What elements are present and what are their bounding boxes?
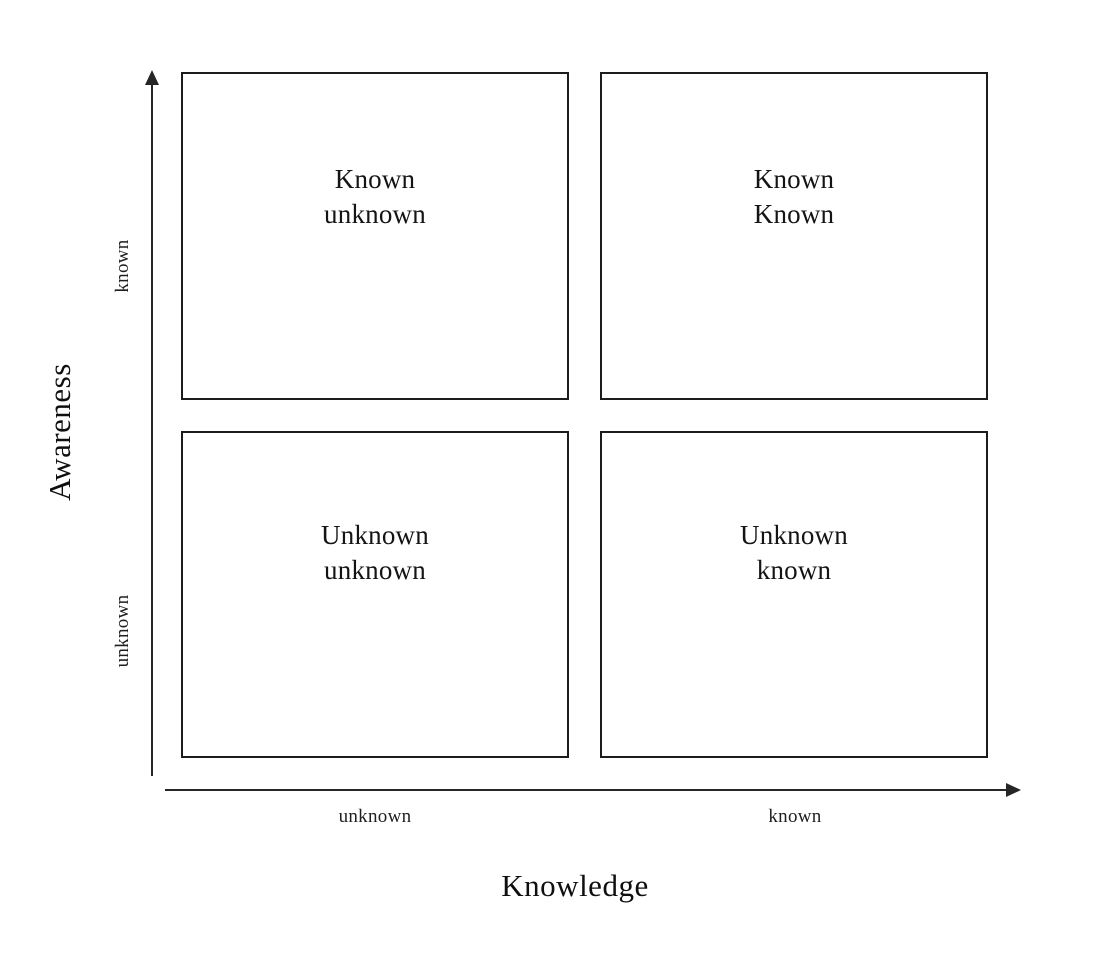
x-axis-tick-known: known bbox=[768, 806, 822, 827]
x-axis-title: Knowledge bbox=[501, 868, 649, 903]
quadrant-known-known-label: Known Known bbox=[753, 164, 835, 229]
quadrant-unknown-unknown-label: Unknown unknown bbox=[321, 520, 429, 585]
y-axis-arrowhead-icon bbox=[145, 70, 159, 85]
y-axis-tick-known: known bbox=[112, 239, 133, 293]
y-axis-line bbox=[151, 82, 153, 776]
y-axis-tick-unknown: unknown bbox=[112, 594, 133, 668]
y-axis-title: Awareness bbox=[42, 363, 77, 501]
quadrant-unknown-known-label: Unknown known bbox=[740, 520, 848, 585]
quadrant-known-unknown[interactable]: Known unknown bbox=[181, 72, 569, 400]
quadrant-unknown-known[interactable]: Unknown known bbox=[600, 431, 988, 758]
quadrant-known-known[interactable]: Known Known bbox=[600, 72, 988, 400]
x-axis-arrowhead-icon bbox=[1006, 783, 1021, 797]
quadrant-known-unknown-label: Known unknown bbox=[324, 164, 426, 229]
x-axis-line bbox=[165, 789, 1012, 791]
x-axis-tick-unknown: unknown bbox=[338, 806, 412, 827]
quadrant-unknown-unknown[interactable]: Unknown unknown bbox=[181, 431, 569, 758]
